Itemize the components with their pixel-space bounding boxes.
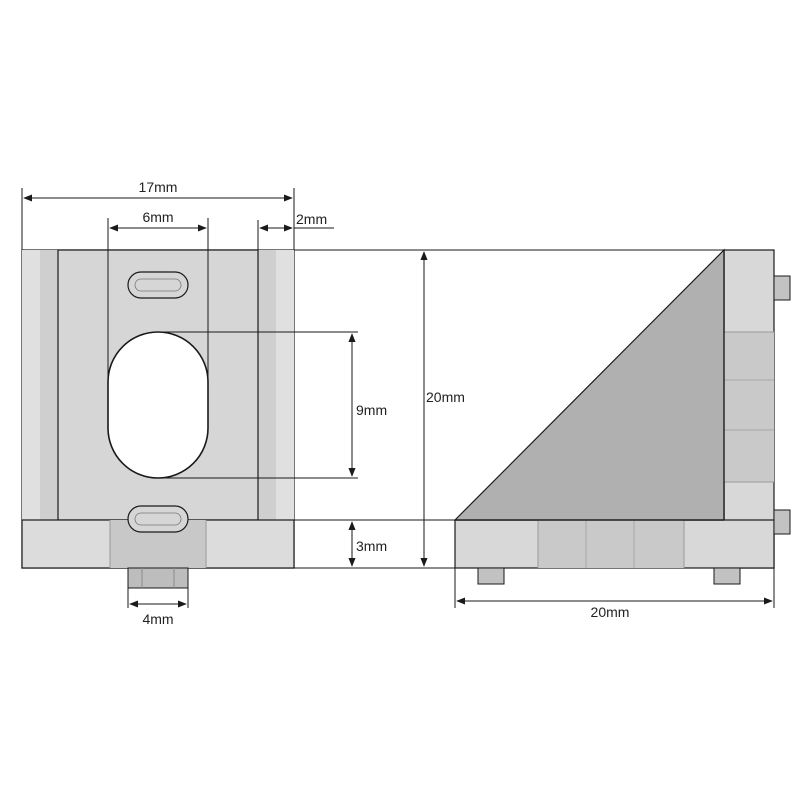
side-view — [453, 248, 791, 585]
dim-base-thickness-label: 3mm — [356, 538, 387, 554]
front-nut — [127, 567, 189, 589]
side-right-pin-bottom — [773, 509, 791, 535]
front-top-slot — [127, 271, 189, 299]
dim-overall-width-label: 17mm — [139, 179, 178, 195]
dimension-lines — [21, 188, 775, 608]
dim-slot-width-label: 6mm — [142, 209, 173, 225]
dim-hole-height-label: 9mm — [356, 402, 387, 418]
front-top-slot-inner — [134, 278, 182, 292]
front-bottom-slot-inner — [134, 512, 182, 526]
dimension-labels: 17mm 6mm 2mm 9mm 20mm 3mm 4mm 20mm — [139, 179, 630, 627]
front-large-hole — [107, 331, 209, 479]
side-flange-channel — [724, 332, 774, 482]
side-bottom-pin-right — [713, 567, 741, 585]
dim-side-length-label: 20mm — [591, 604, 630, 620]
side-bottom-pin-left — [477, 567, 505, 585]
dim-nut-width-label: 4mm — [142, 611, 173, 627]
dim-total-height-label: 20mm — [426, 389, 465, 405]
side-diagonal-gusset — [453, 248, 725, 521]
front-right-wall-shade — [258, 250, 276, 520]
front-view — [21, 249, 295, 589]
side-right-pin-top — [773, 275, 791, 301]
side-base-channel — [538, 520, 684, 568]
front-left-wall-shade — [40, 250, 58, 520]
dim-side-wall-label: 2mm — [296, 211, 327, 227]
front-bottom-slot — [127, 505, 189, 533]
